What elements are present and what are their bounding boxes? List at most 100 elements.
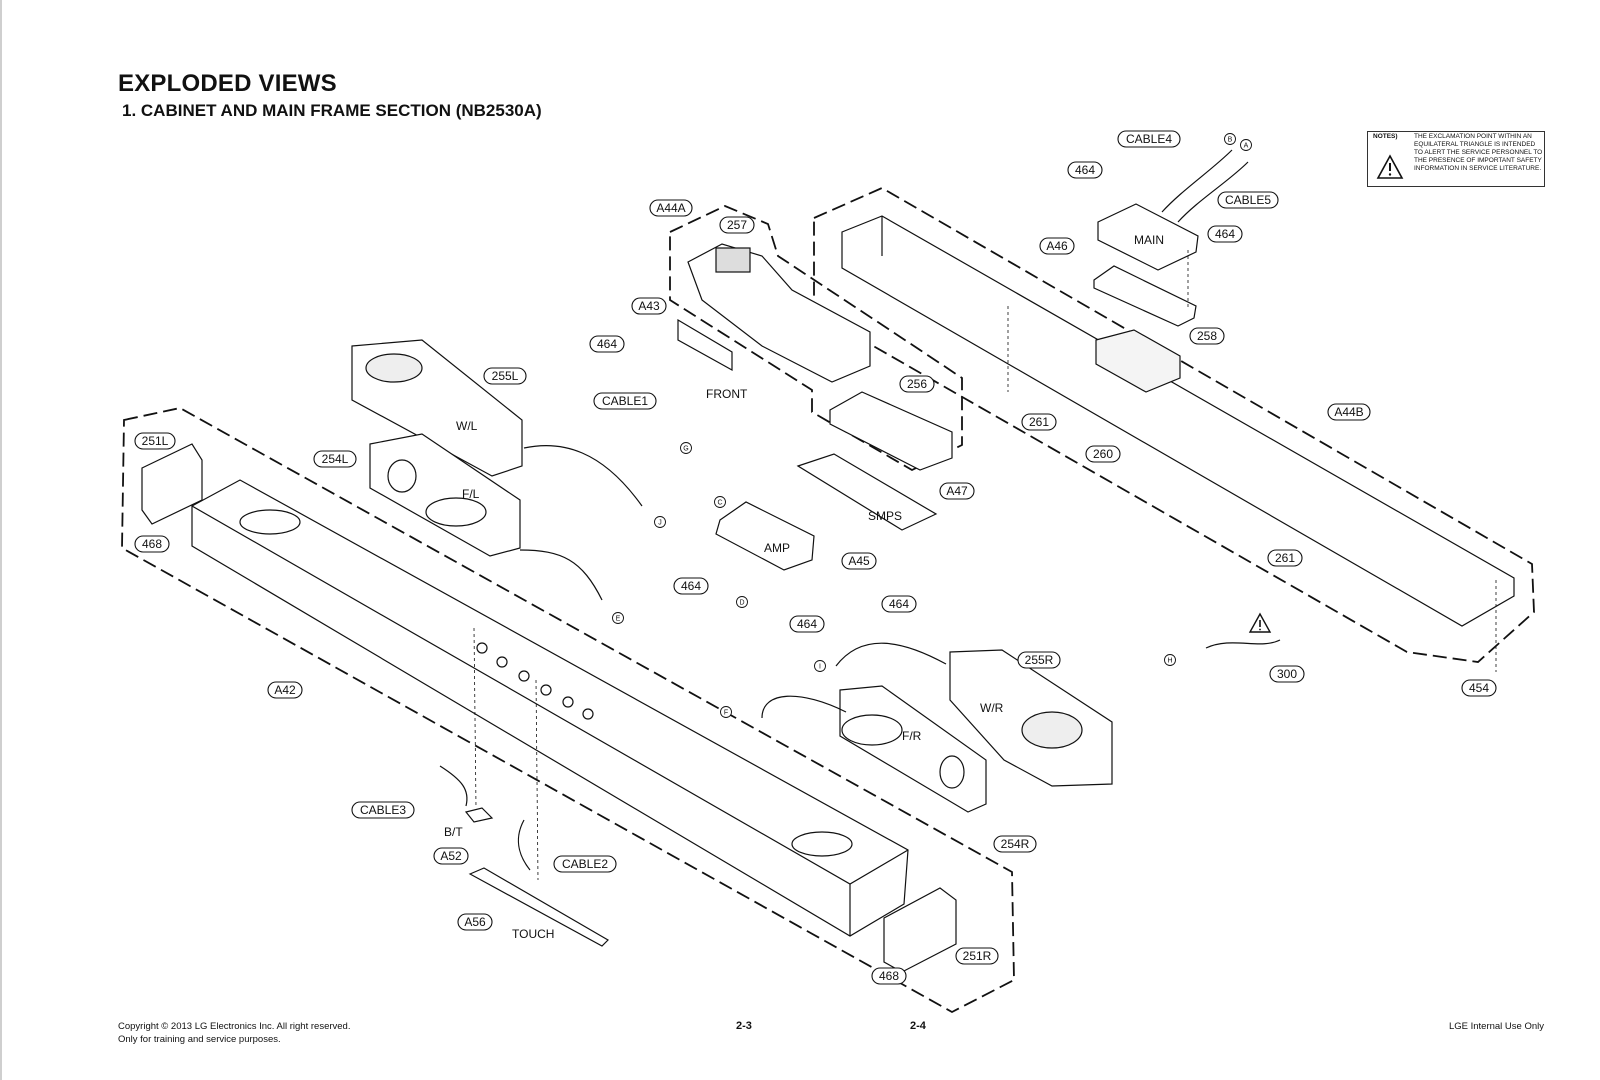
connector-ref: E <box>612 612 624 624</box>
component-name: F/L <box>462 487 480 501</box>
component-name: F/R <box>902 729 922 743</box>
connector-ref: D <box>736 596 748 608</box>
svg-text:A46: A46 <box>1046 239 1068 253</box>
component-name-group: MAIN FRONT W/L F/L SMPS AMP W/R F/R B/T … <box>444 233 1164 941</box>
page-number-right: 2-4 <box>910 1020 926 1032</box>
page-title: EXPLODED VIEWS <box>118 70 337 97</box>
svg-text:464: 464 <box>597 337 617 351</box>
warning-triangle-icon <box>1376 154 1404 179</box>
svg-text:468: 468 <box>879 969 899 983</box>
part-label: A45 <box>841 552 877 570</box>
connector-ref: H <box>1164 654 1176 666</box>
svg-text:255R: 255R <box>1025 653 1054 667</box>
cabinet-port-left <box>239 509 301 535</box>
part-label: 257 <box>719 216 755 234</box>
heatsink <box>1093 265 1197 327</box>
end-cap-right <box>883 887 957 973</box>
amp-board <box>715 501 815 571</box>
touch-board <box>468 867 609 947</box>
copyright: Copyright © 2013 LG Electronics Inc. All… <box>118 1021 351 1045</box>
svg-text:261: 261 <box>1029 415 1049 429</box>
svg-text:464: 464 <box>1075 163 1095 177</box>
component-name: AMP <box>764 541 790 555</box>
svg-text:257: 257 <box>727 218 747 232</box>
page-number-left: 2-3 <box>736 1020 752 1032</box>
svg-text:256: 256 <box>907 377 927 391</box>
component-name: MAIN <box>1134 233 1164 247</box>
front-bracket-group-outline <box>669 205 963 472</box>
connector-ref: B <box>1224 133 1236 145</box>
part-label: 255R <box>1017 651 1061 669</box>
svg-text:251R: 251R <box>963 949 992 963</box>
svg-text:C: C <box>717 500 722 507</box>
svg-text:468: 468 <box>142 537 162 551</box>
part-label: A47 <box>939 482 975 500</box>
component-name: TOUCH <box>512 927 554 941</box>
cabinet-port-right <box>791 831 853 857</box>
component-name: SMPS <box>868 509 902 523</box>
part-label: A52 <box>433 847 469 865</box>
part-label: 261 <box>1267 549 1303 567</box>
svg-text:254R: 254R <box>1001 837 1030 851</box>
part-label: 261 <box>1021 413 1057 431</box>
svg-text:251L: 251L <box>142 434 169 448</box>
svg-text:A44A: A44A <box>656 201 685 215</box>
part-label: 255L <box>483 367 527 385</box>
notes-label: NOTES) <box>1373 133 1398 140</box>
svg-text:CABLE5: CABLE5 <box>1225 193 1271 207</box>
main-frame <box>841 215 1515 627</box>
svg-text:260: 260 <box>1093 447 1113 461</box>
section-subtitle: 1. CABINET AND MAIN FRAME SECTION (NB253… <box>122 101 542 120</box>
svg-text:464: 464 <box>797 617 817 631</box>
svg-text:CABLE3: CABLE3 <box>360 803 406 817</box>
svg-text:300: 300 <box>1277 667 1297 681</box>
part-label: 464 <box>589 335 625 353</box>
part-label: CABLE5 <box>1217 191 1279 209</box>
connector-ref: A <box>1240 139 1252 151</box>
svg-text:A44B: A44B <box>1334 405 1363 419</box>
component-name: B/T <box>444 825 463 839</box>
svg-text:F: F <box>724 710 728 717</box>
part-label: 468 <box>134 535 170 553</box>
part-label: 300 <box>1269 665 1305 683</box>
part-label: 254L <box>313 450 357 468</box>
part-label: A42 <box>267 681 303 699</box>
part-label: 251L <box>134 432 176 450</box>
svg-text:G: G <box>683 446 688 453</box>
connector-ref: C <box>714 496 726 508</box>
end-cap-left <box>141 443 203 525</box>
insulator-sheet <box>829 391 953 471</box>
part-label: CABLE2 <box>553 855 617 873</box>
part-label: A56 <box>457 913 493 931</box>
part-label: 468 <box>871 967 907 985</box>
part-label: 464 <box>881 595 917 613</box>
svg-text:CABLE4: CABLE4 <box>1126 132 1172 146</box>
safety-notes-box: NOTES) THE EXCLAMATION POINT WITHIN AN E… <box>1367 131 1545 187</box>
notes-text: THE EXCLAMATION POINT WITHIN AN EQUILATE… <box>1414 133 1543 172</box>
front-pcb <box>677 318 733 372</box>
svg-text:258: 258 <box>1197 329 1217 343</box>
part-label: A43 <box>631 297 667 315</box>
part-label-group: CABLE4 464 CABLE5 A46 464 258 A44A 257 A… <box>134 130 1497 985</box>
part-label: A44A <box>649 199 693 217</box>
component-name: W/R <box>980 701 1004 715</box>
connector-ref: J <box>654 516 666 528</box>
connector-ref: I <box>814 660 826 672</box>
connector-ref: G <box>680 442 692 454</box>
bluetooth-board <box>464 807 494 823</box>
part-label: 464 <box>673 577 709 595</box>
part-label: 256 <box>899 375 935 393</box>
part-label: 260 <box>1085 445 1121 463</box>
svg-text:H: H <box>1167 658 1172 665</box>
svg-text:255L: 255L <box>492 369 519 383</box>
part-label: CABLE4 <box>1117 130 1181 148</box>
internal-use-label: LGE Internal Use Only <box>1448 1021 1544 1032</box>
component-name: W/L <box>456 419 478 433</box>
svg-text:D: D <box>739 600 744 607</box>
part-label: 454 <box>1461 679 1497 697</box>
svg-text:J: J <box>658 520 662 527</box>
svg-text:454: 454 <box>1469 681 1489 695</box>
svg-text:A47: A47 <box>946 484 968 498</box>
part-label: 258 <box>1189 327 1225 345</box>
